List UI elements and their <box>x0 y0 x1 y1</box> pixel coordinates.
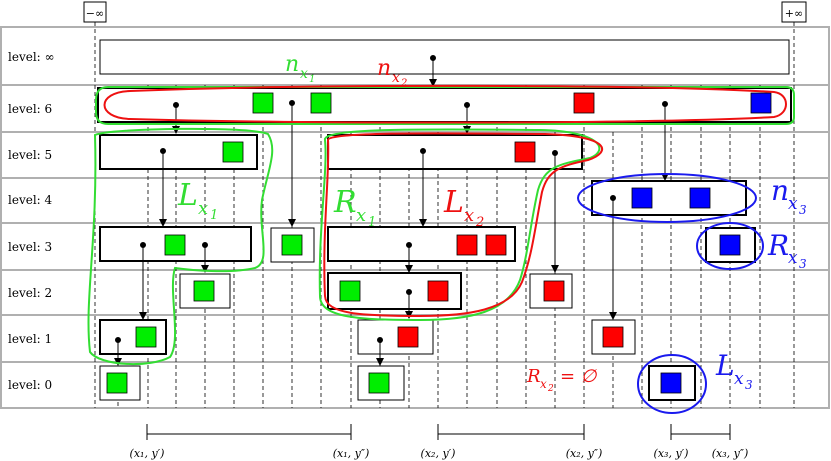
region-L-x2-outline <box>323 132 604 318</box>
level-labels: level: ∞ level: 6 level: 5 level: 4 leve… <box>8 50 55 392</box>
svg-text:x: x <box>540 377 547 391</box>
region-L-x3-outline <box>637 354 707 414</box>
sentinel-neg-inf: −∞ <box>83 1 107 23</box>
level-label: level: 6 <box>8 102 52 116</box>
svg-text:L: L <box>443 185 464 220</box>
label-L-x3: L x 3 <box>715 349 753 392</box>
interval-label: (x₁, y′) <box>130 447 165 460</box>
svg-text:1: 1 <box>210 208 218 223</box>
label-R-x3: R x 3 <box>767 229 807 271</box>
svg-text:x: x <box>788 194 798 214</box>
svg-text:+∞: +∞ <box>785 7 803 20</box>
interval-label: (x₁, y″) <box>333 447 370 460</box>
label-R-x2-empty: R x 2 = ∅ <box>526 366 598 394</box>
svg-text:3: 3 <box>745 378 753 392</box>
svg-text:1: 1 <box>309 74 315 85</box>
label-n-x3: n x 3 <box>771 174 807 217</box>
svg-text:n: n <box>377 56 391 81</box>
level-label: level: ∞ <box>8 50 55 64</box>
level-label: level: 5 <box>8 148 52 162</box>
svg-text:x: x <box>464 205 474 226</box>
svg-text:n: n <box>285 52 299 77</box>
svg-text:= ∅: = ∅ <box>560 366 598 387</box>
label-L-x1: L x 1 <box>177 178 218 223</box>
level-label: level: 1 <box>8 332 52 346</box>
interval-labels: (x₁, y′) (x₁, y″) (x₂, y′) (x₂, y″) (x₃,… <box>130 447 749 460</box>
svg-text:3: 3 <box>799 257 807 271</box>
svg-text:x: x <box>392 70 400 86</box>
interval-label: (x₃, y″) <box>712 447 749 460</box>
svg-text:x: x <box>300 66 308 82</box>
svg-text:L: L <box>177 178 198 213</box>
svg-text:n: n <box>771 174 789 207</box>
svg-text:2: 2 <box>400 78 407 89</box>
level-label: level: 2 <box>8 286 52 300</box>
region-n-x2-outline <box>103 84 787 124</box>
svg-text:x: x <box>788 248 798 268</box>
svg-text:3: 3 <box>799 203 807 217</box>
key-squares <box>106 92 772 394</box>
label-R-x1: R x 1 <box>333 185 376 230</box>
svg-text:2: 2 <box>475 215 484 230</box>
region-n-x1-outline <box>95 86 795 125</box>
region-R-x1-outline <box>318 128 601 322</box>
interval-label: (x₃, y′) <box>654 447 689 460</box>
pointer-arrows <box>114 55 669 366</box>
query-intervals <box>146 424 731 440</box>
svg-text:1: 1 <box>368 215 376 230</box>
label-L-x2: L x 2 <box>443 185 484 230</box>
level-label: level: 0 <box>8 378 52 392</box>
region-L-x1-outline <box>87 127 274 366</box>
sentinel-pos-inf: +∞ <box>781 1 807 23</box>
label-n-x1: n x 1 <box>285 52 315 85</box>
svg-text:x: x <box>198 198 208 219</box>
region-R-x3-outline <box>696 222 764 270</box>
region-n-x3-outline <box>577 173 757 223</box>
node-boxes <box>97 39 792 401</box>
svg-text:x: x <box>734 369 744 389</box>
svg-text:R: R <box>333 185 357 220</box>
svg-text:R: R <box>526 366 541 387</box>
svg-text:x: x <box>356 205 366 226</box>
svg-text:L: L <box>715 349 735 382</box>
level-label: level: 4 <box>8 193 53 207</box>
interval-label: (x₂, y″) <box>566 447 603 460</box>
svg-text:R: R <box>767 229 789 262</box>
svg-text:−∞: −∞ <box>86 7 104 20</box>
svg-text:2: 2 <box>547 384 554 394</box>
interval-label: (x₂, y′) <box>421 447 456 460</box>
label-n-x2: n x 2 <box>377 56 407 89</box>
level-label: level: 3 <box>8 240 52 254</box>
